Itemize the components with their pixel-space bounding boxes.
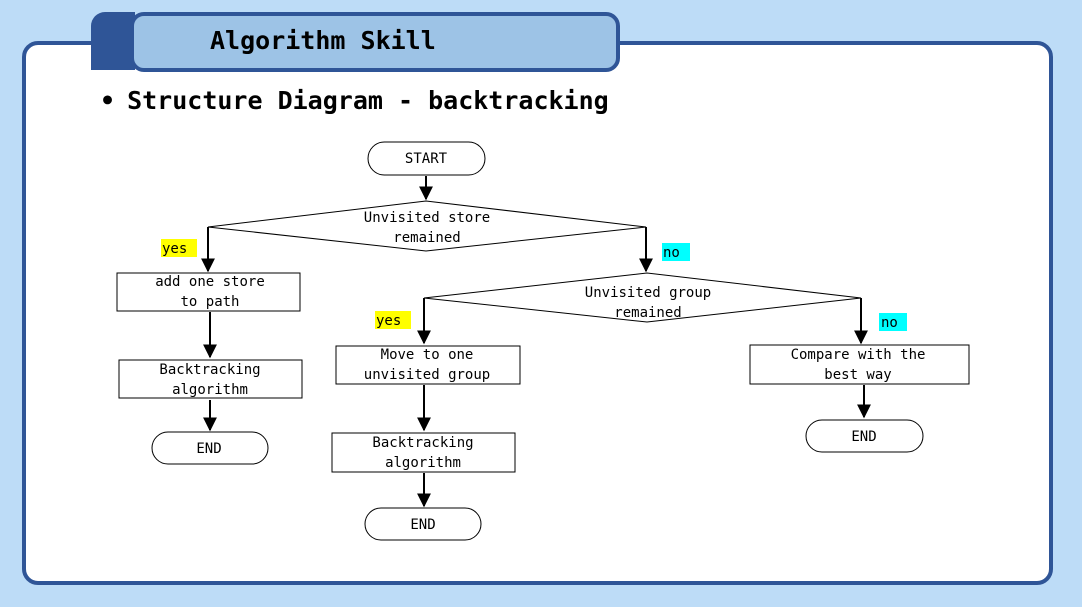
end-node-2: [364, 507, 482, 541]
process-backtracking-2: [331, 432, 516, 473]
backtrack1-line1: Backtracking: [159, 362, 260, 378]
decision1-label-line2: remained: [393, 230, 460, 246]
slide-title: Algorithm Skill: [210, 26, 436, 55]
add-store-line1: add one store: [155, 274, 265, 290]
title-tab: [130, 12, 620, 72]
end-node-3-label: END: [851, 429, 876, 445]
end-node-2-label: END: [410, 517, 435, 533]
end-node-1-label: END: [196, 441, 221, 457]
move-group-line2: unvisited group: [364, 367, 490, 383]
yes-label-1: yes: [162, 241, 187, 257]
bullet-icon: •: [100, 86, 116, 115]
title-tab-corner: [91, 12, 135, 70]
decision-unvisited-store: [207, 200, 647, 252]
decision-unvisited-group: [423, 272, 862, 323]
process-move-group: [335, 345, 521, 385]
process-add-store: [116, 272, 301, 312]
end-node-1: [151, 431, 269, 465]
no-highlight-1: [662, 243, 690, 261]
bullet-heading: • Structure Diagram - backtracking: [100, 86, 609, 115]
yes-highlight-2: [375, 311, 411, 329]
start-node: [367, 141, 486, 176]
backtrack1-line2: algorithm: [172, 382, 248, 398]
backtrack2-line2: algorithm: [385, 455, 461, 471]
add-store-line2: to path: [180, 294, 239, 310]
backtrack2-line1: Backtracking: [372, 435, 473, 451]
decision2-label-line2: remained: [614, 305, 681, 321]
no-label-1: no: [663, 245, 680, 261]
yes-highlight-1: [161, 239, 197, 257]
decision2-label-line1: Unvisited group: [585, 285, 711, 301]
decision1-label-line1: Unvisited store: [364, 210, 490, 226]
process-backtracking-1: [118, 359, 303, 399]
bullet-text: Structure Diagram - backtracking: [127, 86, 609, 115]
compare-line2: best way: [824, 367, 891, 383]
end-node-3: [805, 419, 924, 453]
no-label-2: no: [881, 315, 898, 331]
compare-line1: Compare with the: [791, 347, 926, 363]
yes-label-2: yes: [376, 313, 401, 329]
move-group-line1: Move to one: [381, 347, 474, 363]
start-node-label: START: [405, 151, 448, 167]
no-highlight-2: [879, 313, 907, 331]
process-compare: [749, 344, 970, 385]
